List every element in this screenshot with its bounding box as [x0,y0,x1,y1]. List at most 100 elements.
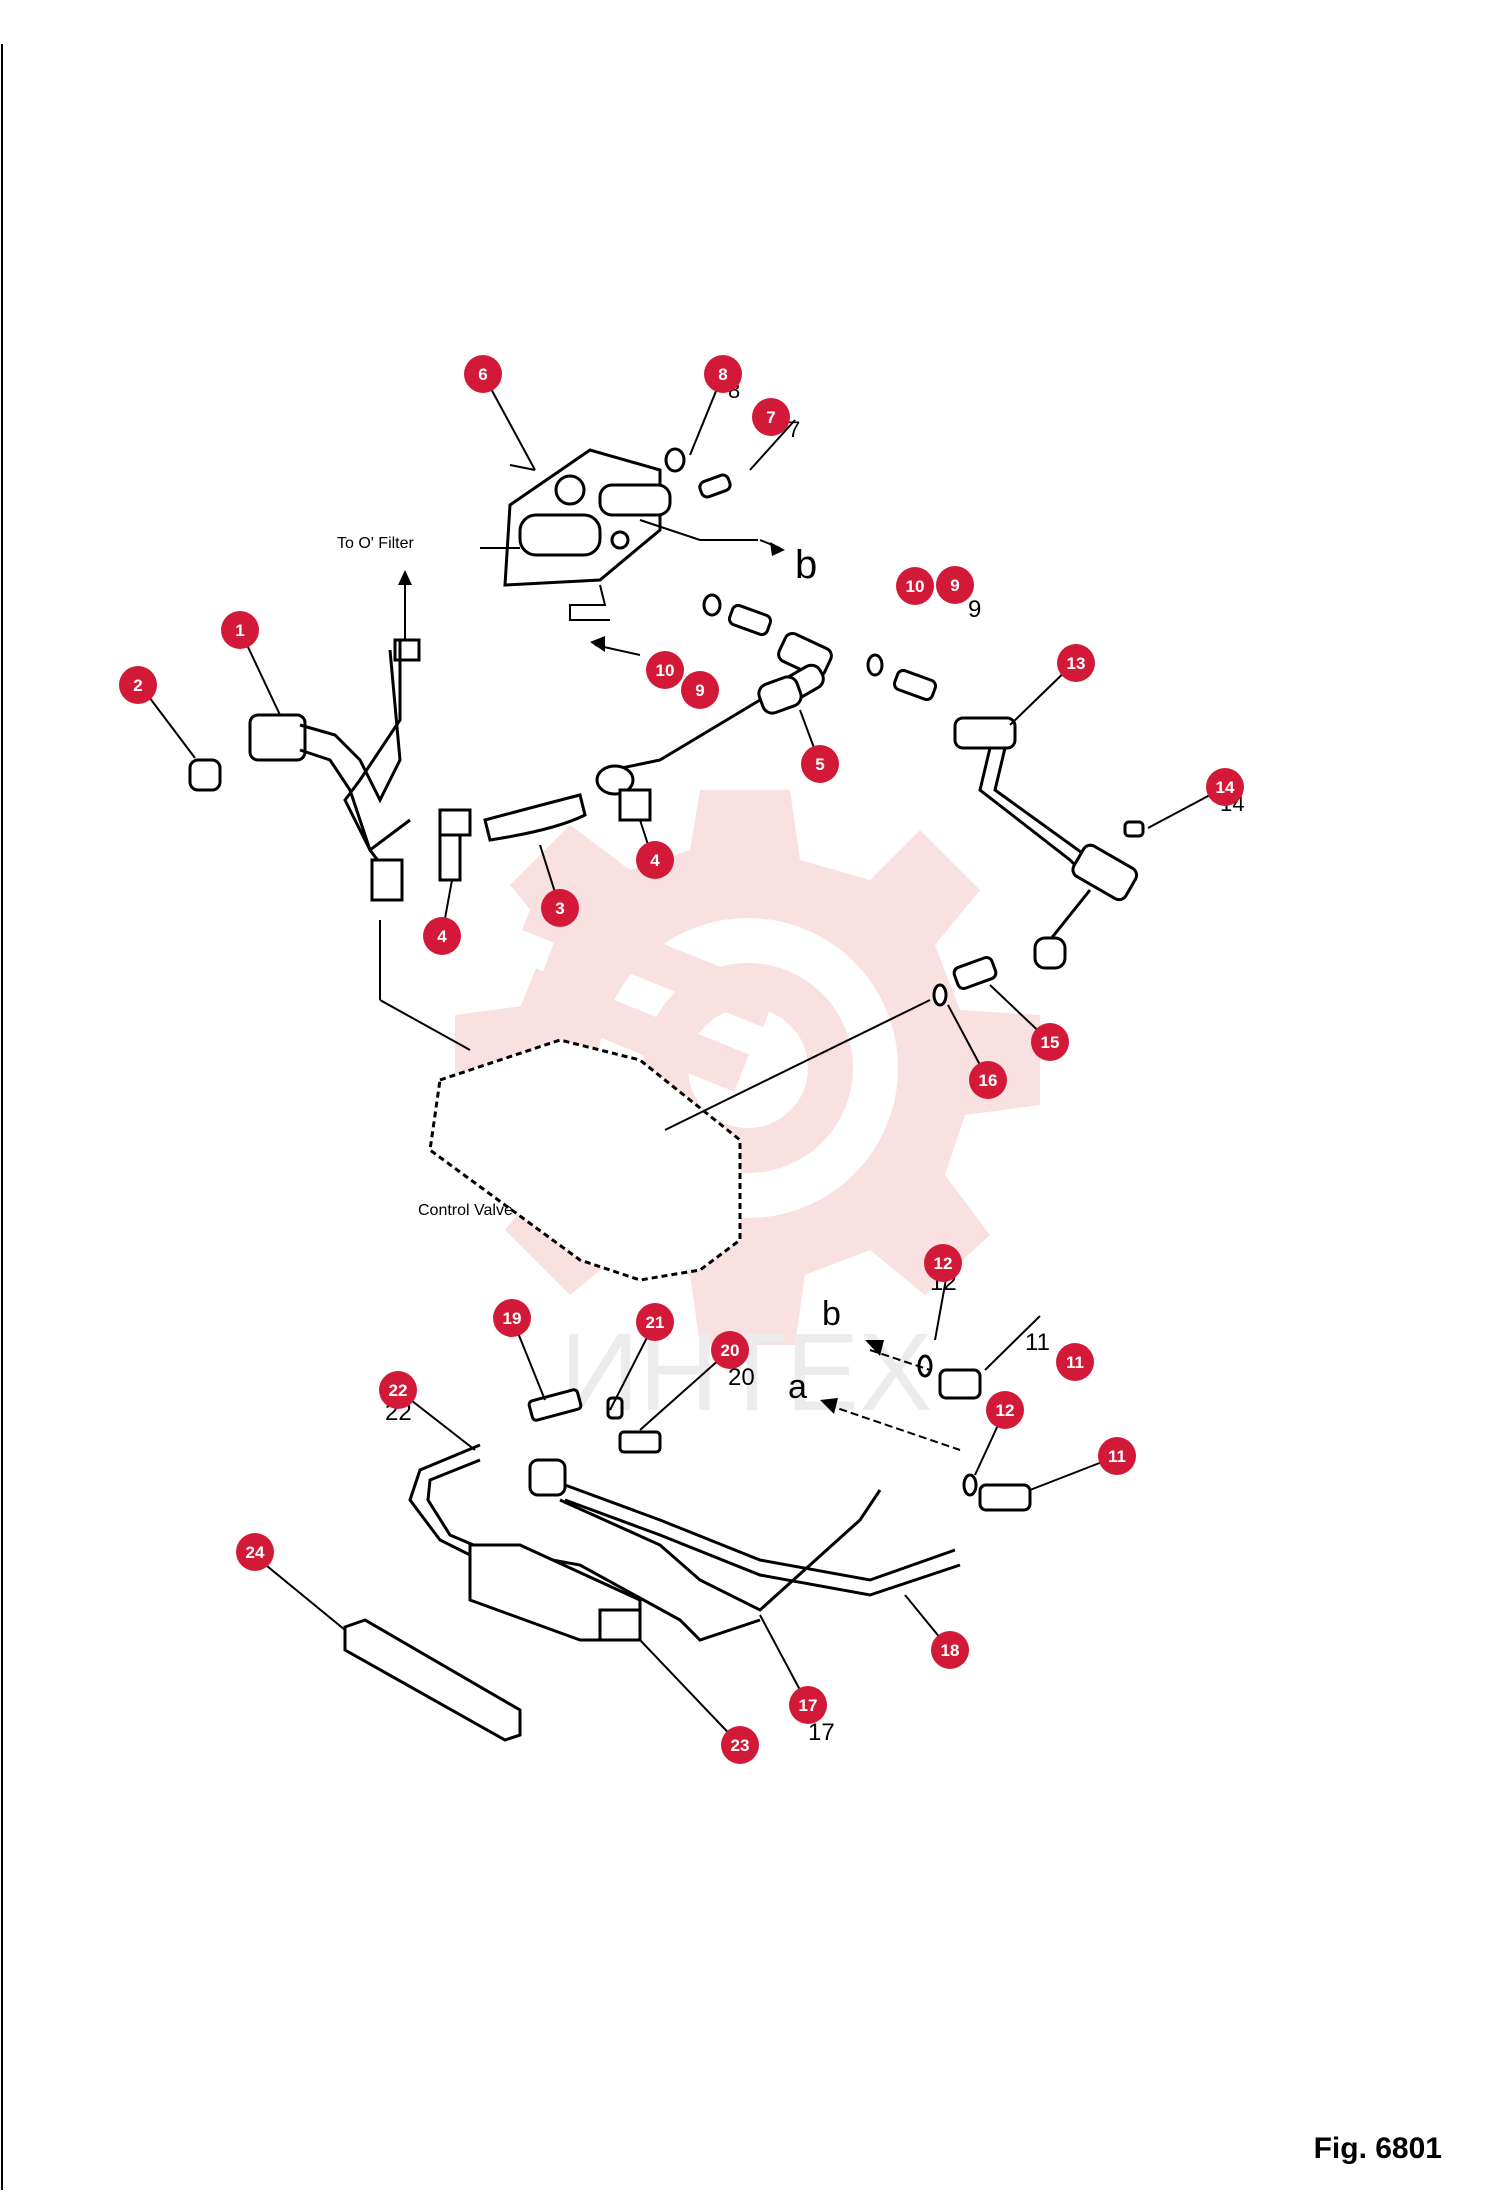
part-marker-number: 21 [646,1313,665,1332]
part-marker-circle [636,841,674,879]
control-valve-body: Control Valve [418,999,931,1282]
arrow-b-top: b [759,539,817,587]
arrow-b-bottom-label: b [822,1295,841,1333]
part-marker-circle [752,398,790,436]
part-marker[interactable]: 3 [541,889,579,927]
part-markers: 1234456789910101111121213141516171819202… [119,355,1244,1764]
part-marker-circle [493,1299,531,1337]
arrow-left-top [570,619,641,656]
part-marker[interactable]: 5 [801,745,839,783]
part-marker-number: 4 [437,927,447,946]
part-marker-circle [704,355,742,393]
part-marker[interactable]: 21 [636,1303,674,1341]
arrow-a-lower: a [788,1368,961,1451]
part-marker-number: 11 [1108,1447,1126,1466]
pipe-assembly-left [188,570,471,1051]
part-marker[interactable]: 18 [931,1631,969,1669]
control-valve-label: Control Valve [418,1202,513,1219]
part-marker-circle [936,566,974,604]
part-marker[interactable]: 22 [379,1371,417,1409]
part-marker-circle [931,1631,969,1669]
part-marker-circle [1056,1343,1094,1381]
part-marker-number: 19 [503,1309,522,1328]
part-marker-number: 11 [1066,1353,1084,1372]
part-marker[interactable]: 1 [221,611,259,649]
part-marker-circle [119,666,157,704]
part-marker-circle [801,745,839,783]
part-marker-circle [969,1061,1007,1099]
part-marker[interactable]: 12 [986,1391,1024,1429]
part-marker[interactable]: 9 [681,671,719,709]
part-marker-circle [1031,1023,1069,1061]
part-marker[interactable]: 2 [119,666,157,704]
part-marker-circle [924,1244,962,1282]
sheet-border [1,44,1495,2190]
part-marker[interactable]: 8 [704,355,742,393]
lower-assembly [408,1354,1032,1642]
part-marker-circle [986,1391,1024,1429]
part-marker-number: 23 [731,1736,750,1755]
part-marker[interactable]: 24 [236,1533,274,1571]
part-marker-circle [1098,1437,1136,1475]
part-marker-circle [711,1331,749,1369]
part-marker-circle [1206,768,1244,806]
part-marker-number: 4 [650,851,660,870]
part-marker-number: 10 [656,661,675,680]
part-marker[interactable]: 14 [1206,768,1244,806]
hose-middle [438,675,803,882]
printed-number: 11 [1025,1329,1050,1356]
part-marker-circle [681,671,719,709]
part-marker-number: 10 [906,577,925,596]
part-marker-number: 20 [721,1341,740,1360]
arrow-b-top-label: b [795,543,817,587]
part-marker[interactable]: 4 [423,917,461,955]
printed-number: 9 [968,596,981,623]
part-marker-circle [221,611,259,649]
part-marker[interactable]: 15 [1031,1023,1069,1061]
part-marker-number: 9 [695,681,704,700]
part-marker-number: 8 [718,365,727,384]
part-marker[interactable]: 4 [636,841,674,879]
part-marker-circle [789,1686,827,1724]
part-marker-number: 18 [941,1641,960,1660]
part-marker[interactable]: 12 [924,1244,962,1282]
part-marker-circle [646,651,684,689]
part-marker-circle [896,567,934,605]
part-marker[interactable]: 20 [711,1331,749,1369]
part-marker[interactable]: 7 [752,398,790,436]
part-marker-number: 14 [1216,778,1235,797]
part-marker-circle [423,917,461,955]
part-marker[interactable]: 13 [1057,644,1095,682]
part-marker-number: 7 [766,408,775,427]
part-marker[interactable]: 19 [493,1299,531,1337]
part-marker-number: 15 [1041,1033,1060,1052]
part-marker-number: 24 [246,1543,265,1562]
figure-label: Fig. 6801 [1313,2132,1442,2165]
part-marker-number: 13 [1067,654,1086,673]
printed-number: 17 [808,1719,835,1746]
part-marker[interactable]: 10 [896,567,934,605]
part-marker[interactable]: 11 [1098,1437,1136,1475]
part-marker[interactable]: 10 [646,651,684,689]
part-marker[interactable]: 23 [721,1726,759,1764]
part-marker-number: 12 [996,1401,1015,1420]
part-marker-circle [636,1303,674,1341]
arrow-a-label: a [788,1368,807,1406]
part-marker-number: 16 [979,1071,998,1090]
part-marker-number: 5 [815,755,824,774]
part-marker-number: 1 [235,621,244,640]
part-marker-number: 6 [478,365,487,384]
part-marker-circle [721,1726,759,1764]
part-marker-circle [379,1371,417,1409]
part-marker[interactable]: 6 [464,355,502,393]
part-marker-circle [1057,644,1095,682]
part-marker-circle [541,889,579,927]
part-marker[interactable]: 16 [969,1061,1007,1099]
part-marker-number: 22 [389,1381,408,1400]
part-marker[interactable]: 9 [936,566,974,604]
part-marker[interactable]: 11 [1056,1343,1094,1381]
part-marker[interactable]: 17 [789,1686,827,1724]
pipe-assembly-right [932,716,1145,1007]
